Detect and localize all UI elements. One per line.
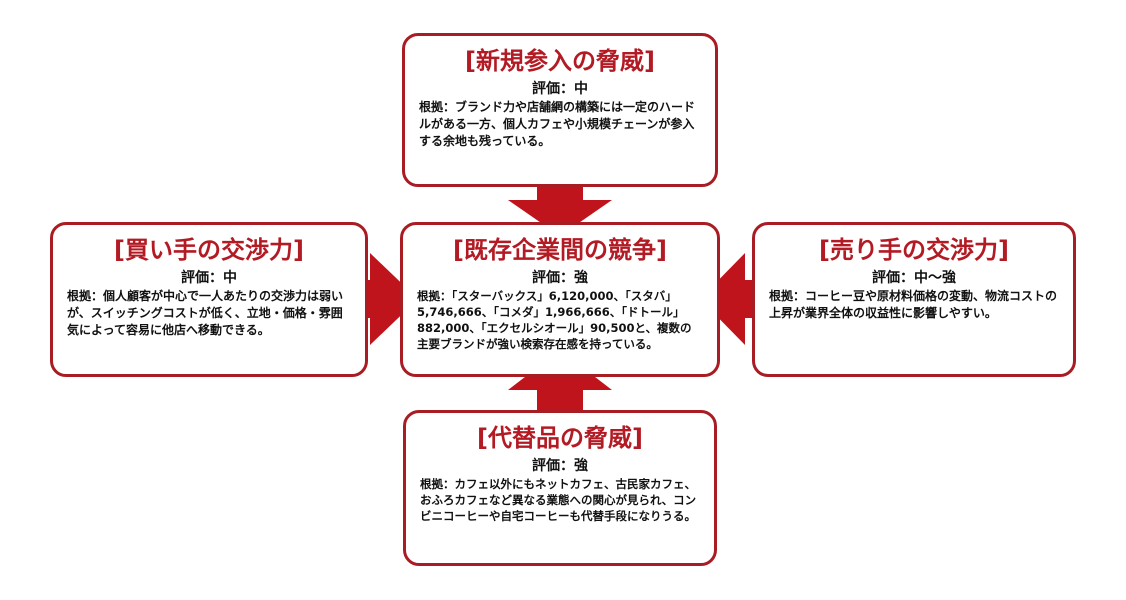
- force-basis: 根拠：ブランド力や店舗網の構築には一定のハードルがある一方、個人カフェや小規模チ…: [419, 100, 696, 148]
- force-basis: 根拠：コーヒー豆や原材料価格の変動、物流コストの上昇が業界全体の収益性に影響しや…: [769, 289, 1058, 320]
- force-title: [既存企業間の競争]: [453, 236, 667, 264]
- force-rating: 評価：強: [532, 270, 588, 286]
- force-box-buyer-power: [買い手の交渉力] 評価：中 根拠：個人顧客が中心で一人あたりの交渉力は弱いが、…: [50, 222, 368, 377]
- force-rating: 評価：中: [181, 270, 237, 286]
- force-box-substitutes: [代替品の脅威] 評価：強 根拠：カフェ以外にもネットカフェ、古民家カフェ、おふ…: [403, 410, 717, 566]
- force-box-rivalry: [既存企業間の競争] 評価：強 根拠：「スターバックス」6,120,000、「ス…: [400, 222, 720, 377]
- force-box-supplier-power: [売り手の交渉力] 評価：中〜強 根拠：コーヒー豆や原材料価格の変動、物流コスト…: [752, 222, 1076, 377]
- force-rating: 評価：中: [532, 81, 588, 97]
- force-rating: 評価：強: [532, 458, 588, 474]
- force-basis: 根拠：個人顧客が中心で一人あたりの交渉力は弱いが、スイッチングコストが低く、立地…: [67, 289, 344, 337]
- force-basis: 根拠：カフェ以外にもネットカフェ、古民家カフェ、おふろカフェなど異なる業態への関…: [420, 477, 697, 523]
- force-title: [買い手の交渉力]: [114, 236, 304, 264]
- force-title: [新規参入の脅威]: [465, 47, 655, 75]
- force-rating: 評価：中〜強: [872, 270, 956, 286]
- force-basis: 根拠：「スターバックス」6,120,000、「スタバ」5,746,666、「コメ…: [417, 289, 692, 351]
- force-title: [売り手の交渉力]: [819, 236, 1009, 264]
- force-title: [代替品の脅威]: [477, 424, 643, 452]
- force-box-new-entrants: [新規参入の脅威] 評価：中 根拠：ブランド力や店舗網の構築には一定のハードルが…: [402, 33, 718, 187]
